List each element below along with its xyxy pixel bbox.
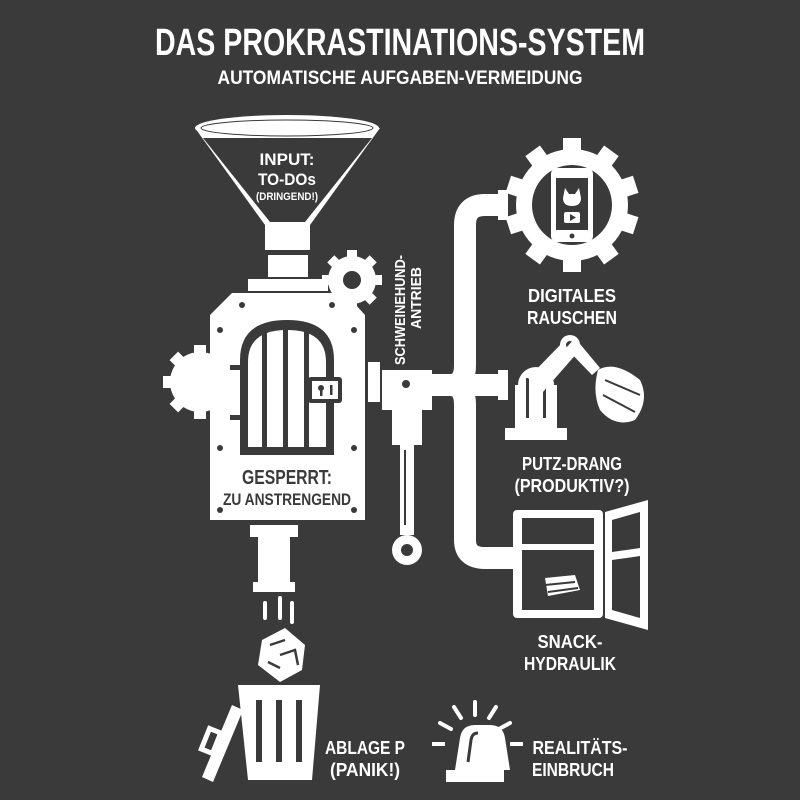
page-subtitle: AUTOMATISCHE AUFGABEN-VERMEIDUNG xyxy=(218,68,583,89)
gear-tooth xyxy=(163,376,172,388)
gear-tooth xyxy=(169,397,185,413)
gear-tooth xyxy=(374,275,382,285)
locked-door-icon xyxy=(230,320,342,455)
siren-icon xyxy=(432,700,523,782)
gear-tooth xyxy=(169,351,185,367)
crumpled-paper-icon xyxy=(258,628,305,682)
output2-label-line2: (PRODUKTIV?) xyxy=(515,476,630,496)
gear-tooth xyxy=(596,243,619,265)
output3-label-line1: SNACK- xyxy=(538,632,603,652)
gear-tooth xyxy=(347,250,357,258)
trash-can-icon xyxy=(198,685,320,782)
gear-tooth xyxy=(563,138,581,151)
drive-label-line2: ANTRIEB xyxy=(408,267,425,329)
gear-tooth xyxy=(525,145,548,167)
machine-label-line2: ZU ANSTRENGEND xyxy=(223,490,351,509)
drive-label-line1: SCHWEINEHUND- xyxy=(392,255,409,365)
output3-label-line2: HYDRAULIK xyxy=(524,654,616,674)
gear-tooth xyxy=(364,292,377,305)
open-fridge-icon xyxy=(513,500,648,630)
gear-tooth xyxy=(620,175,639,197)
gear-tooth xyxy=(194,345,206,354)
funnel-label-line1: INPUT: xyxy=(260,150,315,169)
trash-label-line1: ABLAGE P xyxy=(325,738,405,758)
output2-label-line1: PUTZ-DRANG xyxy=(522,454,622,474)
output1-label-line2: RAUSCHEN xyxy=(527,308,617,328)
gear-tooth xyxy=(505,175,524,197)
gear-tooth xyxy=(505,213,524,235)
funnel-icon xyxy=(195,115,380,291)
gear-tooth xyxy=(596,145,619,167)
funnel-label-line2: TO-DOs xyxy=(258,170,316,189)
gear-top-icon xyxy=(322,250,382,310)
phone-cat-gear-icon xyxy=(505,138,639,272)
outlet-pipe xyxy=(250,525,298,592)
robot-arm-duster-icon xyxy=(505,335,644,440)
gear-tooth xyxy=(194,410,206,419)
gear-tooth xyxy=(525,243,548,265)
page-title: DAS PROKRASTINATIONS-SYSTEM xyxy=(155,22,645,64)
gear-tooth xyxy=(364,255,377,268)
piston-drive xyxy=(368,362,432,565)
gear-tooth xyxy=(327,255,340,268)
siren-label-line2: EINBRUCH xyxy=(532,760,614,780)
siren-label-line1: REALITÄTS- xyxy=(533,738,628,758)
machine-label-line1: GESPERRT: xyxy=(242,467,332,489)
trash-label-line2: (PANIK!) xyxy=(330,760,400,780)
gear-tooth xyxy=(563,259,581,272)
output1-label-line1: DIGITALES xyxy=(528,286,616,306)
gear-tooth xyxy=(620,213,639,235)
funnel-label-line3: (DRINGEND!) xyxy=(256,191,318,203)
falling-lines xyxy=(263,596,294,624)
